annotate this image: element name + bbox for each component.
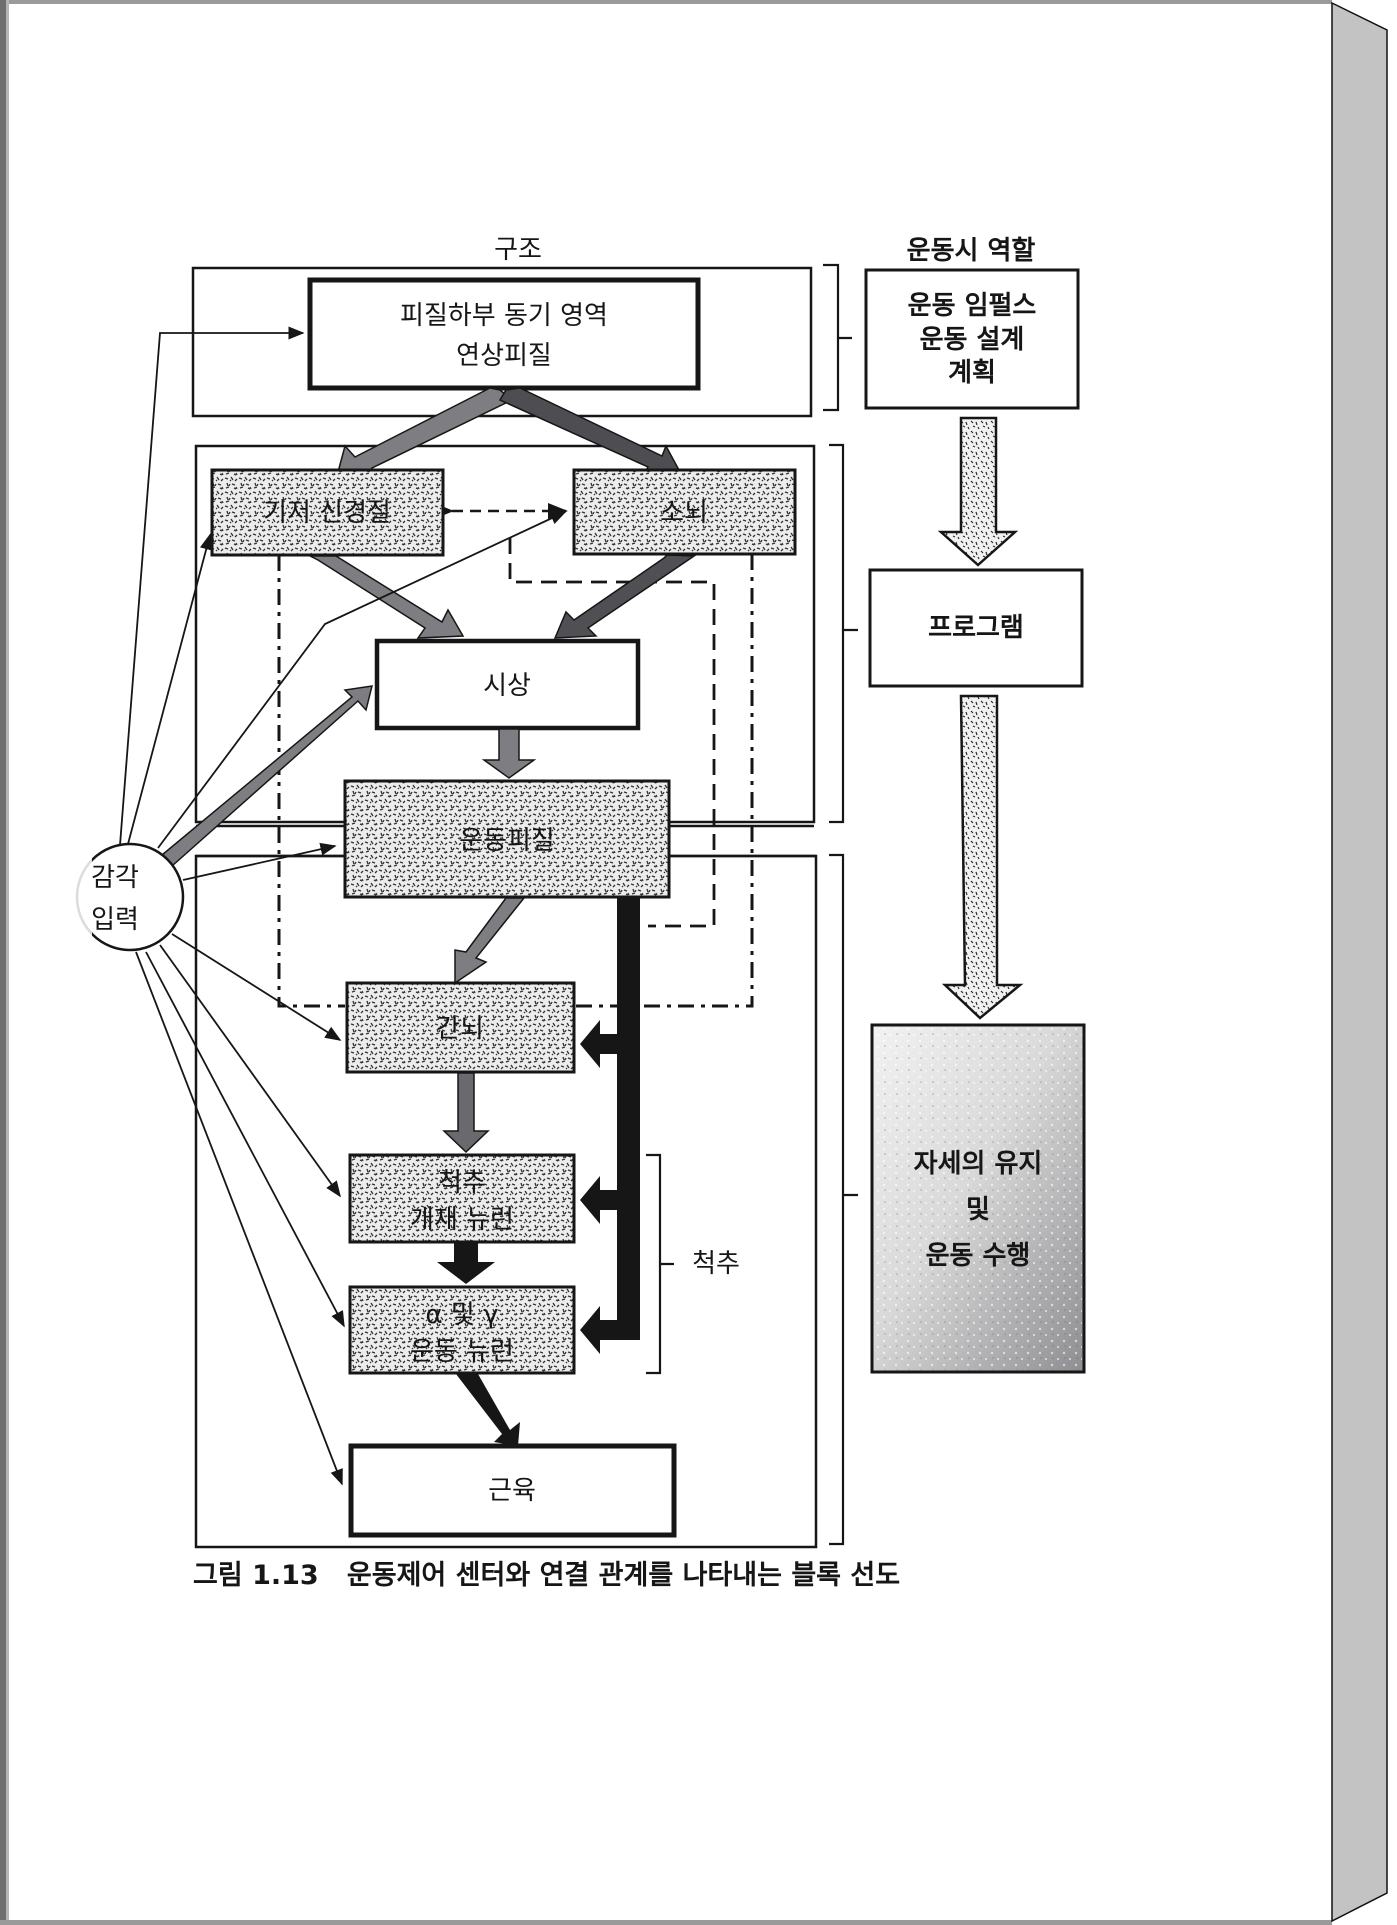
thalamus-label: 시상 [483,671,531,701]
motor-neuron-line1: α 및 γ [426,1300,499,1330]
arrow-cerebellum-to-thalamus [553,554,697,639]
region-box-cortical [191,266,813,418]
muscle-label: 근육 [488,1476,536,1506]
page-top-edge [0,0,1332,4]
motor-plan-line3: 계획 [948,358,996,388]
arrow-brainstem-to-interneuron [442,1072,490,1154]
arrow-motor-neuron-to-muscle [456,1374,520,1446]
structure-column-title: 구조 [494,235,542,265]
motor-neuron-block [348,1285,576,1375]
basal-ganglia-loop-line [277,555,345,1008]
cerebellum-dashed-loop [508,538,716,928]
page-bottom-edge [0,1920,1332,1925]
circle-cutoff-mask [60,840,92,955]
arrow-sensory-to-thalamus [160,685,373,868]
subcortical-association-block [307,277,701,391]
motor-plan-line1: 운동 임펄스 [908,291,1037,321]
subcortical-block-line1: 피질하부 동기 영역 [400,301,608,331]
arrow-thalamus-to-motor-cortex [481,728,537,779]
arrow-to-motor-neuron-black [580,1306,640,1354]
cerebellum-label: 소뇌 [660,498,708,528]
execution-line2: 및 [966,1195,990,1225]
program-block [868,568,1084,688]
page-left-edge-shade [6,0,9,1925]
page-side-panel [1331,1,1388,1923]
bracket-spinal [829,853,858,1546]
execution-line3: 운동 수행 [926,1241,1031,1271]
spinal-bracket-label: 척추 [692,1249,740,1279]
arrow-basal-ganglia-to-thalamus [309,555,465,639]
corticospinal-pathway [617,898,640,1340]
arrow-to-interneuron-black [580,1176,640,1224]
muscle-block [348,1443,677,1538]
arrow-to-brainstem-black [580,1020,640,1068]
bracket-cortical [823,263,852,412]
program-label: 프로그램 [928,613,1024,643]
spinal-interneuron-line2: 개재 뉴런 [410,1205,514,1235]
spinal-bracket [646,1153,674,1375]
arrow-motor-cortex-to-brainstem [454,897,526,985]
brainstem-block [345,981,576,1074]
spinal-interneuron-block [348,1153,576,1244]
thalamus-block [374,638,641,731]
motor-cortex-block [343,779,671,899]
sensory-input-lines [119,326,567,1486]
spinal-interneuron-line1: 척추 [438,1168,486,1198]
arrow-interneuron-to-motor-neuron [437,1243,495,1284]
execution-block-texture [874,1027,1082,1370]
page-left-edge [0,0,6,1925]
motor-neuron-line2: 운동 뉴런 [410,1337,514,1367]
motor-plan-line2: 운동 설계 [920,325,1025,355]
motor-plan-block [864,268,1080,410]
sensory-input-line2: 입력 [91,905,139,935]
basal-ganglia-block [210,468,445,557]
role-column-title: 운동시 역할 [907,236,1036,266]
subcortical-block-line2: 연상피질 [456,341,552,371]
bracket-subcortical [829,443,858,824]
cerebellum-block [572,468,797,556]
sensory-input-line1: 감각 [91,863,139,893]
arrow-to-cerebellum [498,387,682,482]
arrow-plan-to-program [937,416,1019,567]
execution-line1: 자세의 유지 [914,1149,1043,1179]
arrow-program-to-execution [941,694,1024,1020]
figure-caption: 그림 1.13 운동제어 센터와 연결 관계를 나타내는 블록 선도 [193,1560,900,1591]
brainstem-label: 간뇌 [436,1014,484,1044]
motor-cortex-label: 운동피질 [459,826,555,856]
basal-ganglia-label: 기저 신경절 [263,498,391,528]
